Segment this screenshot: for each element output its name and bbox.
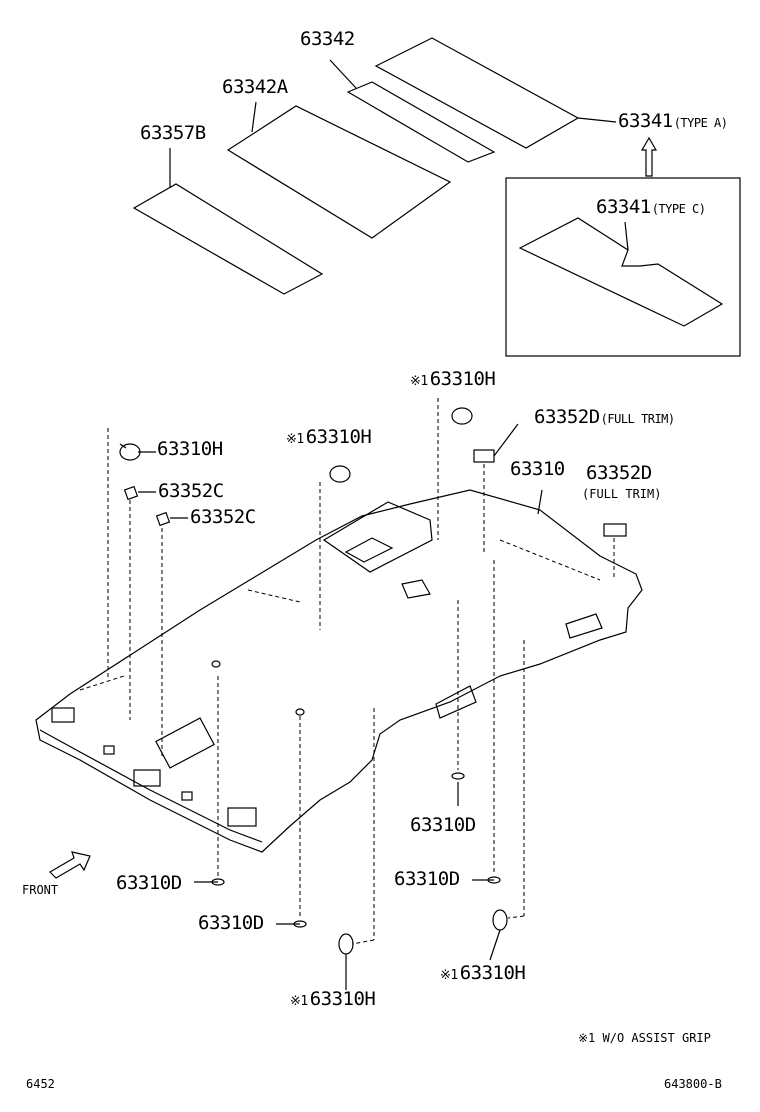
note-mark: ※1 <box>290 994 308 1009</box>
part-number: 63341 <box>618 110 673 132</box>
part-number: 63310H <box>309 988 376 1010</box>
part-number: 63310H <box>429 368 496 390</box>
label-63342a: 63342A <box>222 76 288 98</box>
pad-63352d-2-shape <box>603 523 627 537</box>
cap-63310h-2-shape <box>329 465 351 483</box>
label-63341-typec: 63341(TYPE C) <box>596 198 706 217</box>
pad-63352d-1-shape <box>473 449 495 463</box>
pad-63357b-outline <box>132 183 324 295</box>
type-c-note: (TYPE C) <box>651 202 706 216</box>
pad-63341-typea-outline <box>374 37 580 149</box>
label-63310d-right-lower: 63310D <box>394 868 460 890</box>
label-63352c-2: 63352C <box>190 506 256 528</box>
label-63352c-1: 63352C <box>158 480 224 502</box>
arrow-up-icon <box>640 136 658 177</box>
front-arrow-icon <box>49 851 91 879</box>
cap-63310h-3-shape <box>451 407 473 425</box>
part-number: 63352D <box>534 406 600 428</box>
typec-box <box>505 177 741 357</box>
part-number: 63310H <box>305 426 372 448</box>
label-63342: 63342 <box>300 28 355 50</box>
page-number-right: 643800-B <box>664 1077 722 1091</box>
label-63357b: 63357B <box>140 122 206 144</box>
note-mark: ※1 <box>286 432 304 447</box>
front-label: FRONT <box>22 883 59 897</box>
clip-63352c-1-shape <box>123 485 139 501</box>
note-mark: ※1 <box>440 968 458 983</box>
full-trim-note-2: (FULL TRIM) <box>582 487 662 501</box>
part-number: 63310H <box>459 962 526 984</box>
type-a-note: (TYPE A) <box>673 116 728 130</box>
footnote: ※1 W/O ASSIST GRIP <box>578 1031 711 1045</box>
full-trim-note: (FULL TRIM) <box>600 412 675 426</box>
label-63310d-center: 63310D <box>198 912 264 934</box>
label-63310h-left: 63310H <box>157 438 223 460</box>
clip-63352c-2-shape <box>155 511 171 527</box>
label-63352d-1: 63352D(FULL TRIM) <box>534 408 675 427</box>
label-63310d-right-upper: 63310D <box>410 814 476 836</box>
label-63310d-left: 63310D <box>116 872 182 894</box>
page-number-left: 6452 <box>26 1077 55 1091</box>
label-63310: 63310 <box>510 458 565 480</box>
pad-63342a-outline <box>226 105 452 239</box>
note-mark: ※1 <box>410 374 428 389</box>
label-63352d-2: 63352D <box>586 462 652 484</box>
pad-63341-typec-outline <box>518 217 724 327</box>
headliner-outline <box>35 489 643 853</box>
label-63341-typea: 63341(TYPE A) <box>618 112 728 131</box>
part-number: 63341 <box>596 196 651 218</box>
pad-63342-outline <box>346 81 496 163</box>
